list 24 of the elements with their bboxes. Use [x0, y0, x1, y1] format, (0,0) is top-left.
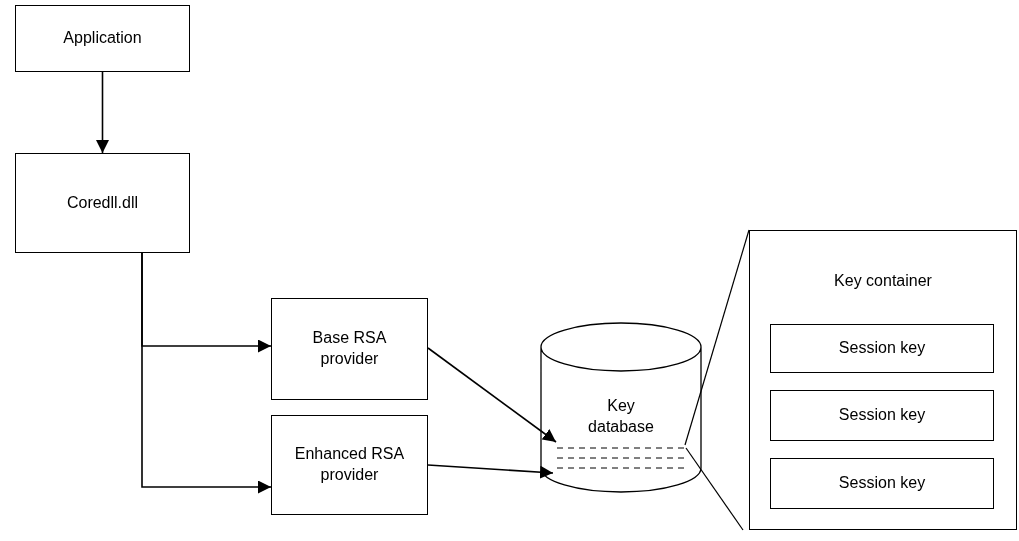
- node-label: Session key: [838, 473, 926, 494]
- arrow: [141, 252, 272, 494]
- key-box: [770, 324, 994, 373]
- container-box: [749, 230, 1017, 530]
- arrow: [427, 347, 557, 443]
- key-box: [770, 458, 994, 509]
- node-label: Session key: [838, 405, 926, 426]
- key-box: [770, 390, 994, 441]
- zoom-line: [685, 447, 744, 531]
- process-box: [271, 415, 428, 515]
- database-cylinder: [540, 322, 702, 493]
- process-box: [271, 298, 428, 400]
- process-box: [15, 153, 190, 253]
- node-label: Application: [63, 28, 142, 49]
- process-box: [15, 5, 190, 72]
- node-label: Key database: [587, 395, 655, 437]
- node-label: Enhanced RSA provider: [294, 444, 405, 485]
- zoom-line: [684, 229, 750, 446]
- node-label: Base RSA provider: [311, 328, 388, 369]
- container-heading: Key container: [834, 271, 932, 291]
- node-label: Coredll.dll: [66, 192, 139, 213]
- arrow: [96, 71, 109, 154]
- node-label: Session key: [838, 338, 926, 359]
- arrow: [427, 464, 554, 479]
